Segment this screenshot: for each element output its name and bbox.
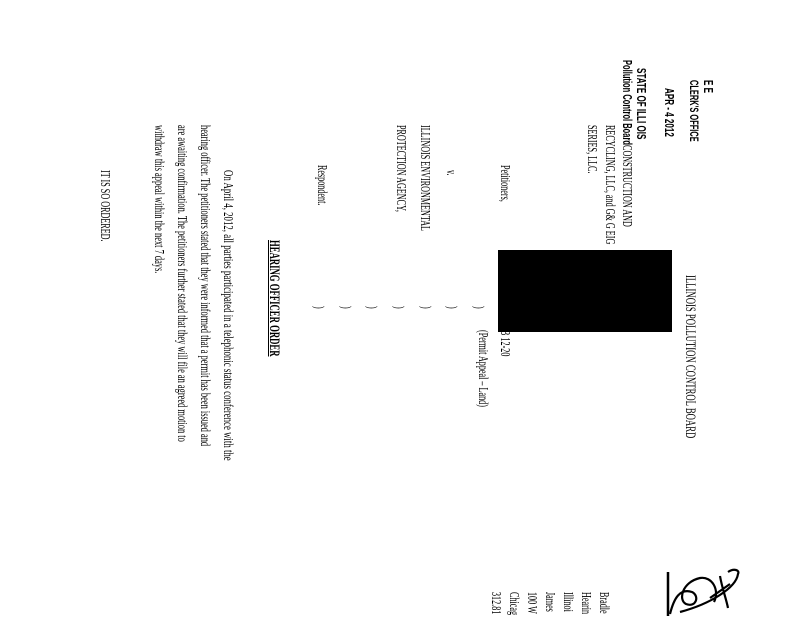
caption-paren: ) <box>444 306 459 309</box>
stamp-state: STATE OF ILLI OIS <box>634 68 649 140</box>
caption-paren: ) <box>364 306 379 309</box>
redaction-box <box>498 250 672 332</box>
board-title: ILLINOIS POLLUTION CONTROL BOARD <box>682 275 698 439</box>
order-line: withdraw this appeal within the next 7 d… <box>151 125 166 274</box>
caption-paren: ) <box>391 306 406 309</box>
case-type: (Permit Appeal – Land) <box>475 330 490 407</box>
versus: v. <box>443 170 458 176</box>
signature-block-line: Bradle <box>596 592 611 614</box>
signature-block-line: James <box>542 592 557 612</box>
stamp-board: Pollution Control Board <box>620 60 635 146</box>
petitioner-line-3: SERIES, LLC. <box>584 125 599 174</box>
petitioners-label: Petitioners, <box>497 165 512 202</box>
signature-block-line: 100 W <box>524 592 539 614</box>
caption-paren: ) <box>418 306 433 309</box>
order-line: are awaiting confirmation. The petitione… <box>174 125 189 442</box>
respondent-line-2: PROTECTION AGENCY, <box>393 125 408 212</box>
signature-block-line: 312.81 <box>488 592 503 615</box>
petitioner-line-1: CONSTRUCTION AND <box>619 145 634 227</box>
order-heading: HEARING OFFICER ORDER <box>266 240 282 357</box>
case-number: B 12-20 <box>497 330 512 357</box>
caption-line-1: Pollution Control BoardCONSTRUCTION AND <box>619 60 635 227</box>
caption-paren: ) <box>338 306 353 309</box>
respondent-line-1: ILLINOIS ENVIRONMENTAL <box>417 125 432 232</box>
caption-paren: ) <box>311 306 326 309</box>
signature-block-line: Illinoi <box>560 592 575 612</box>
signature-image <box>666 568 740 616</box>
petitioner-line-2: RECYCLING, LLC, and G& G EIG <box>602 125 617 245</box>
stamp-clerks-office: CLERK'S OFFICE <box>687 80 701 142</box>
signature-block-line: Hearin <box>578 592 593 615</box>
respondent-label: Respondent. <box>314 165 329 206</box>
signature-block-line: Chicag <box>506 592 521 616</box>
order-closing: IT IS SO ORDERED. <box>97 170 112 242</box>
stamp-marks: E E <box>701 80 716 94</box>
order-line: hearing officer. The petitioners stated … <box>197 125 212 447</box>
caption-paren: ) <box>471 306 486 309</box>
stamp-date: APR - 4 2012 <box>662 88 677 137</box>
order-line: On April 4, 2012, all parties participat… <box>220 170 235 461</box>
